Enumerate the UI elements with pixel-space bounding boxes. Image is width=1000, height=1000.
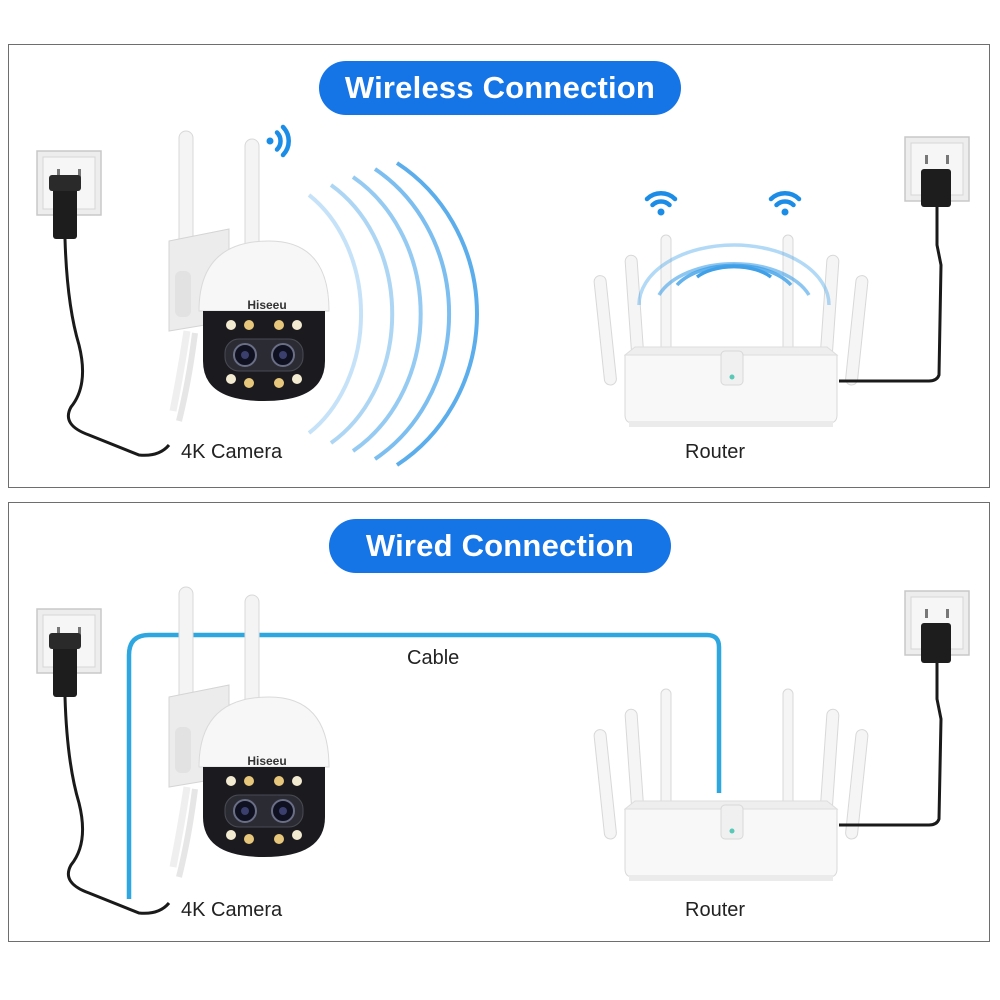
router-label: Router (685, 899, 746, 921)
camera-brand-text: Hiseeu (247, 298, 286, 312)
camera-signal-waves (307, 161, 479, 467)
wireless-connection-panel: Wireless Connection Hiseeu (8, 44, 990, 488)
wireless-diagram-art: Hiseeu (36, 45, 970, 467)
power-cable (63, 238, 171, 457)
camera-brand-text: Hiseeu (247, 754, 286, 768)
router-power-cable (839, 207, 943, 383)
wired-title-badge: Wired Connection (329, 519, 671, 573)
camera-device (169, 587, 329, 877)
router-power-cable (839, 663, 943, 827)
router-signal-waves (637, 243, 831, 306)
power-adapter-icon (921, 623, 951, 663)
power-cable (63, 696, 171, 915)
network-cable (126, 632, 722, 899)
camera-wifi-icon (267, 127, 289, 155)
cable-label: Cable (407, 647, 460, 669)
wifi-icon (771, 193, 799, 215)
camera-device (169, 131, 329, 421)
power-adapter-icon (49, 633, 81, 697)
wired-diagram-art: Hiseeu (36, 503, 970, 915)
router-device (593, 688, 869, 882)
camera-label: 4K Camera (181, 899, 283, 921)
router-label: Router (685, 441, 746, 463)
wifi-icon (647, 193, 675, 215)
power-adapter-icon (921, 169, 951, 207)
wireless-title-badge: Wireless Connection (319, 61, 681, 115)
power-adapter-icon (49, 175, 81, 239)
wired-connection-panel: Wired Connection Hiseeu Cable 4 (8, 502, 990, 942)
camera-label: 4K Camera (181, 441, 283, 463)
